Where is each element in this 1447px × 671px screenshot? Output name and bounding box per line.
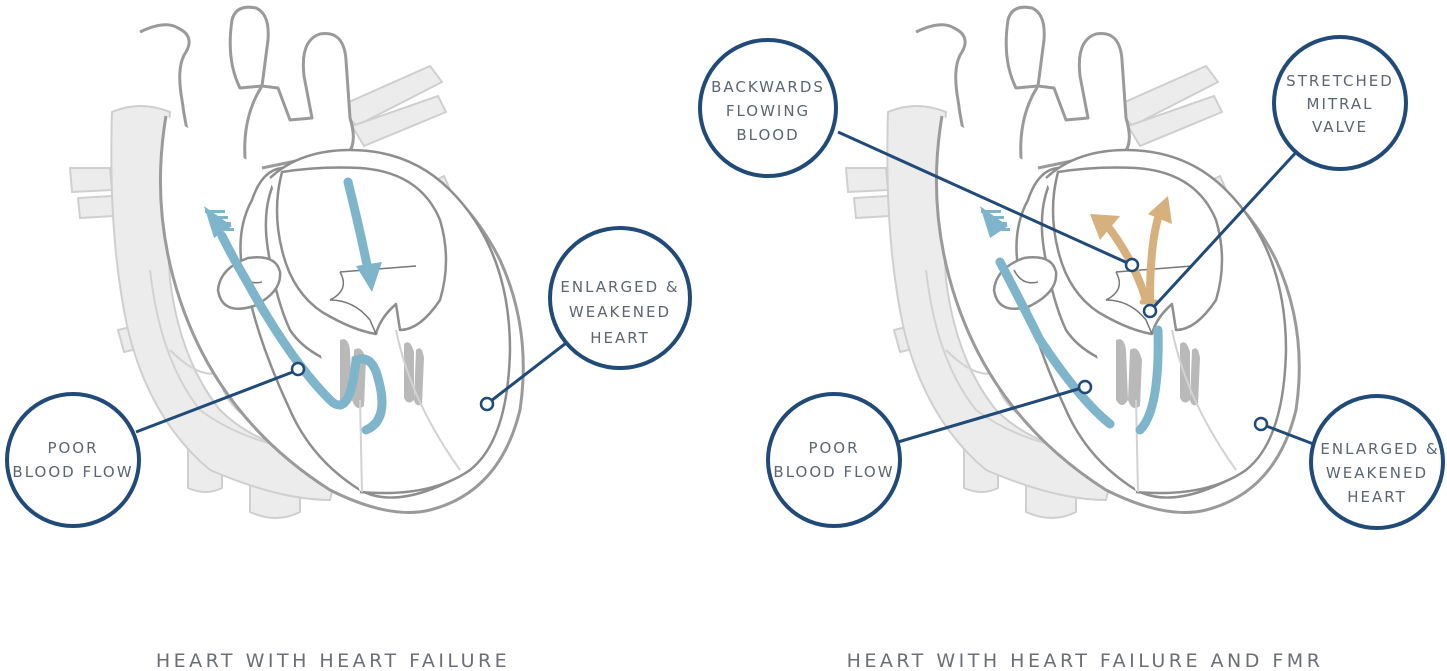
callout-text-line: BLOOD xyxy=(736,126,799,144)
callout-enlarged-heart-left: ENLARGED & WEAKENED HEART xyxy=(479,226,692,412)
callout-text-line: WEAKENED xyxy=(569,303,671,321)
callout-text-line: ENLARGED & xyxy=(560,278,679,296)
callout-text-line: POOR xyxy=(808,439,859,457)
callout-text-line: MITRAL xyxy=(1307,95,1374,113)
right-heart-illustration xyxy=(844,5,1301,520)
left-panel-caption: HEART WITH HEART FAILURE xyxy=(156,650,510,671)
callout-text-line: STRETCHED xyxy=(1286,72,1394,90)
callout-text-line: WEAKENED xyxy=(1326,464,1428,482)
right-panel-caption: HEART WITH HEART FAILURE AND FMR xyxy=(847,650,1324,671)
callout-poor-blood-flow-left: POOR BLOOD FLOW xyxy=(5,361,306,528)
callout-text-line: ENLARGED & xyxy=(1320,440,1439,458)
callout-text-line: BLOOD FLOW xyxy=(773,463,894,481)
callout-enlarged-heart-right: ENLARGED & WEAKENED HEART xyxy=(1253,394,1445,530)
callout-stretched-mitral-valve: STRETCHED MITRAL VALVE xyxy=(1142,35,1408,319)
callout-text-line: VALVE xyxy=(1312,118,1368,136)
left-heart-illustration xyxy=(68,5,525,520)
callout-text-line: HEART xyxy=(590,329,650,347)
callout-text-line: BLOOD FLOW xyxy=(12,463,133,481)
callout-poor-blood-flow-right: POOR BLOOD FLOW xyxy=(766,379,1093,528)
callout-text-line: POOR xyxy=(47,439,98,457)
callout-backwards-flowing-blood: BACKWARDS FLOWING BLOOD xyxy=(698,38,1140,273)
callout-text-line: BACKWARDS xyxy=(711,78,825,96)
callout-text-line: FLOWING xyxy=(726,102,810,120)
callout-text-line: HEART xyxy=(1347,488,1407,506)
